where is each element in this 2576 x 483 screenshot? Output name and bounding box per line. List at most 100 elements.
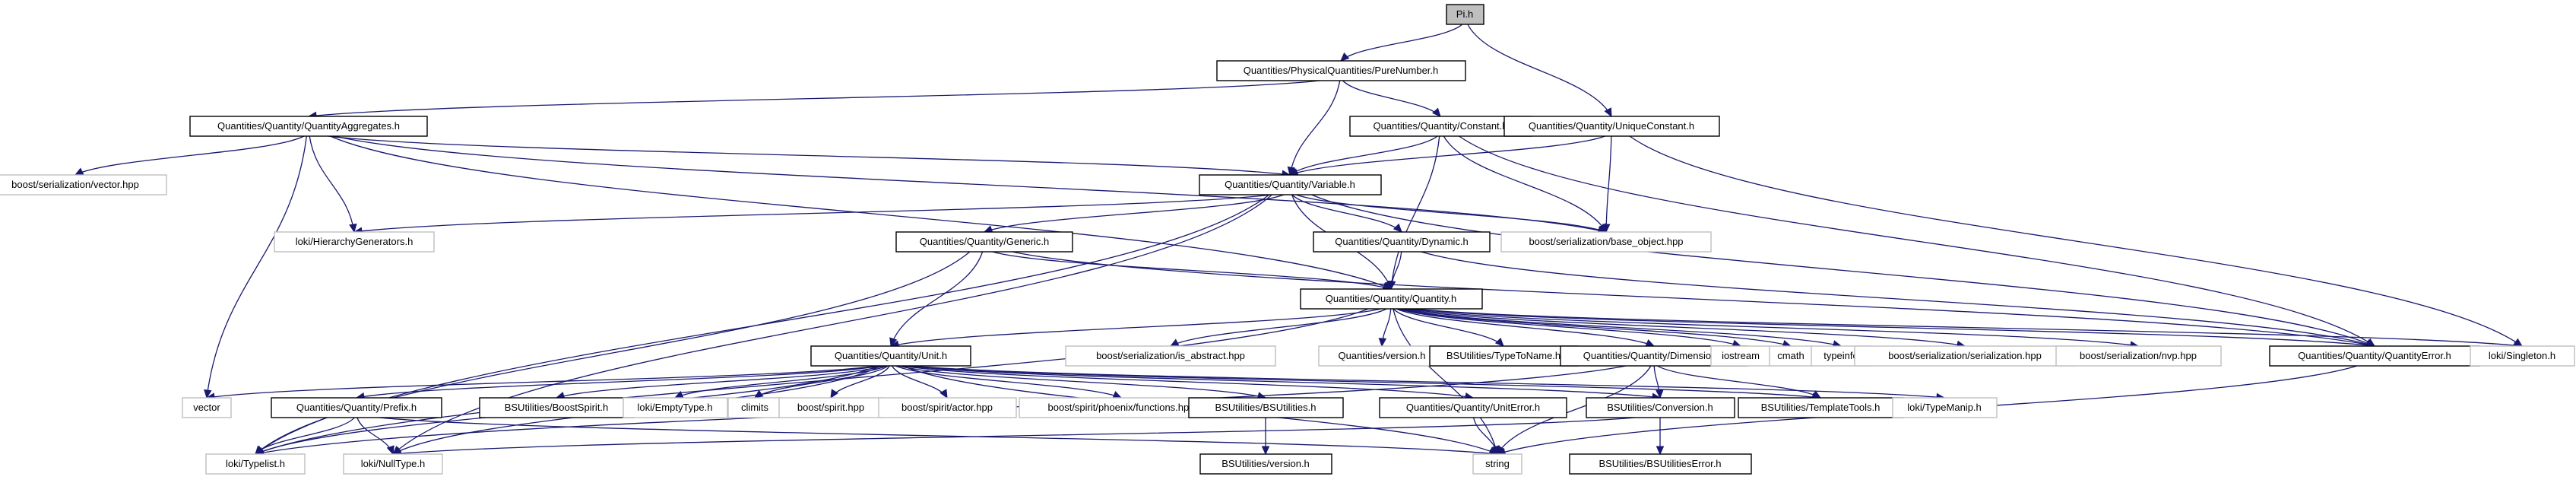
node-quantityerror[interactable]: Quantities/Quantity/QuantityError.h [2269, 345, 2480, 367]
node-conversion[interactable]: BSUtilities/Conversion.h [1586, 397, 1735, 418]
node-label: Quantities/Quantity/Generic.h [920, 236, 1050, 247]
node-dynamic[interactable]: Quantities/Quantity/Dynamic.h [1313, 231, 1491, 253]
node-box [1379, 397, 1567, 418]
node-label: boost/spirit.hpp [797, 402, 864, 413]
node-variable[interactable]: Quantities/Quantity/Variable.h [1199, 174, 1382, 195]
edge-line [984, 194, 1285, 233]
node-string: string [1472, 453, 1522, 475]
edge-bsutilities-to-bsversion [1261, 418, 1270, 456]
node-box [182, 397, 232, 418]
dependency-edges [74, 24, 2524, 458]
node-box [1892, 397, 1998, 418]
edge-line [1497, 365, 1652, 455]
edge-uniqueconstant-to-base_object [1602, 135, 1612, 234]
node-constant[interactable]: Quantities/Quantity/Constant.h [1349, 116, 1532, 137]
edge-line [1399, 308, 1792, 347]
node-box [1854, 345, 2076, 367]
node-box [810, 345, 971, 367]
node-box [2055, 345, 2222, 367]
edge-line [754, 365, 889, 399]
node-label: Quantities/Quantity/QuantityError.h [2298, 350, 2451, 361]
node-label: Pi.h [1456, 8, 1473, 20]
edge-line [1289, 135, 1438, 176]
node-iostream: iostream [1710, 345, 1771, 367]
edge-uniqueconstant-to-singleton [1629, 135, 2523, 347]
edge-quantity-to-is_abstract [1169, 308, 1387, 347]
node-box [189, 116, 428, 137]
edge-line [1413, 308, 2523, 347]
node-aggregates[interactable]: Quantities/Quantity/QuantityAggregates.h [189, 116, 428, 137]
edge-line [556, 365, 885, 399]
node-label: BSUtilities/BoostSpirit.h [505, 402, 609, 413]
arrowhead [386, 445, 394, 456]
node-label: boost/serialization/is_abstract.hpp [1096, 350, 1245, 361]
edge-line [309, 135, 355, 233]
node-bserror[interactable]: BSUtilities/BSUtilitiesError.h [1569, 453, 1752, 475]
edge-constant-to-quantity [1387, 135, 1440, 291]
node-boostspirit[interactable]: BSUtilities/BoostSpirit.h [479, 397, 635, 418]
edge-unit-to-emptytype [673, 365, 887, 399]
edge-line [356, 365, 881, 399]
edge-variable-to-hiergen [353, 194, 1272, 235]
node-bsutilities[interactable]: BSUtilities/BSUtilities.h [1188, 397, 1344, 418]
edge-line [74, 135, 305, 176]
node-label: BSUtilities/TypeToName.h [1446, 350, 1560, 361]
node-box [271, 397, 442, 418]
edge-line [1467, 24, 1612, 117]
node-box [1349, 116, 1532, 137]
node-climits: climits [727, 397, 783, 418]
node-box [1503, 116, 1720, 137]
node-unit[interactable]: Quantities/Quantity/Unit.h [810, 345, 971, 367]
node-box [1313, 231, 1491, 253]
edge-line [392, 417, 1635, 455]
edge-quantity-to-cmath [1399, 308, 1792, 348]
edge-conversion-to-bserror [1656, 418, 1665, 456]
edge-variable-to-base_object [1296, 194, 1608, 234]
node-label: loki/Typelist.h [226, 458, 285, 469]
node-nvp: boost/serialization/nvp.hpp [2055, 345, 2222, 367]
node-uniqueconstant[interactable]: Quantities/Quantity/UniqueConstant.h [1503, 116, 1720, 137]
node-box [878, 397, 1017, 418]
node-label: Quantities/Quantity/Dynamic.h [1335, 236, 1469, 247]
node-pi[interactable]: Pi.h [1446, 4, 1484, 25]
node-label: boost/serialization/base_object.hpp [1529, 236, 1683, 247]
edge-quantity-to-qversion [1378, 308, 1392, 348]
edge-purenumber-to-constant [1342, 80, 1441, 117]
edge-uniterror-to-string [1473, 417, 1500, 456]
edge-line [1443, 135, 1607, 233]
node-purenumber[interactable]: Quantities/PhysicalQuantities/PureNumber… [1216, 60, 1466, 81]
node-box [1300, 288, 1483, 310]
edge-dimension-to-conversion [1653, 365, 1664, 399]
node-label: Quantities/Quantity/Variable.h [1225, 179, 1355, 190]
node-dimension[interactable]: Quantities/Quantity/Dimension.h [1560, 345, 1748, 367]
edge-line [895, 365, 1122, 399]
node-templatetools[interactable]: BSUtilities/TemplateTools.h [1738, 397, 1904, 418]
node-generic[interactable]: Quantities/Quantity/Generic.h [895, 231, 1073, 253]
edge-line [1289, 80, 1341, 176]
node-box [1199, 453, 1332, 475]
node-singleton: loki/Singleton.h [2470, 345, 2575, 367]
node-uniterror[interactable]: Quantities/Quantity/UnitError.h [1379, 397, 1567, 418]
node-prefix[interactable]: Quantities/Quantity/Prefix.h [271, 397, 442, 418]
edge-aggregates-to-vector [204, 135, 307, 399]
edge-line [1012, 251, 2375, 347]
node-box [2470, 345, 2575, 367]
edge-line [1170, 308, 1387, 347]
arrowhead [1261, 446, 1270, 456]
node-label: loki/Singleton.h [2489, 350, 2555, 361]
node-box [1710, 345, 1771, 367]
edge-constant-to-base_object [1443, 135, 1607, 234]
node-emptytype: loki/EmptyType.h [623, 397, 728, 418]
node-label: BSUtilities/TemplateTools.h [1761, 402, 1881, 413]
edge-unit-to-vector [205, 365, 878, 401]
node-typetoname[interactable]: BSUtilities/TypeToName.h [1429, 345, 1579, 367]
arrowhead [1432, 107, 1441, 117]
node-label: Quantities/Quantity/Constant.h [1373, 120, 1507, 132]
node-box [1065, 345, 1276, 367]
node-bsversion[interactable]: BSUtilities/version.h [1199, 453, 1332, 475]
edge-line [890, 308, 1381, 347]
node-label: typeinfo [1823, 350, 1858, 361]
arrowhead [830, 389, 838, 399]
node-quantity[interactable]: Quantities/Quantity/Quantity.h [1300, 288, 1483, 310]
